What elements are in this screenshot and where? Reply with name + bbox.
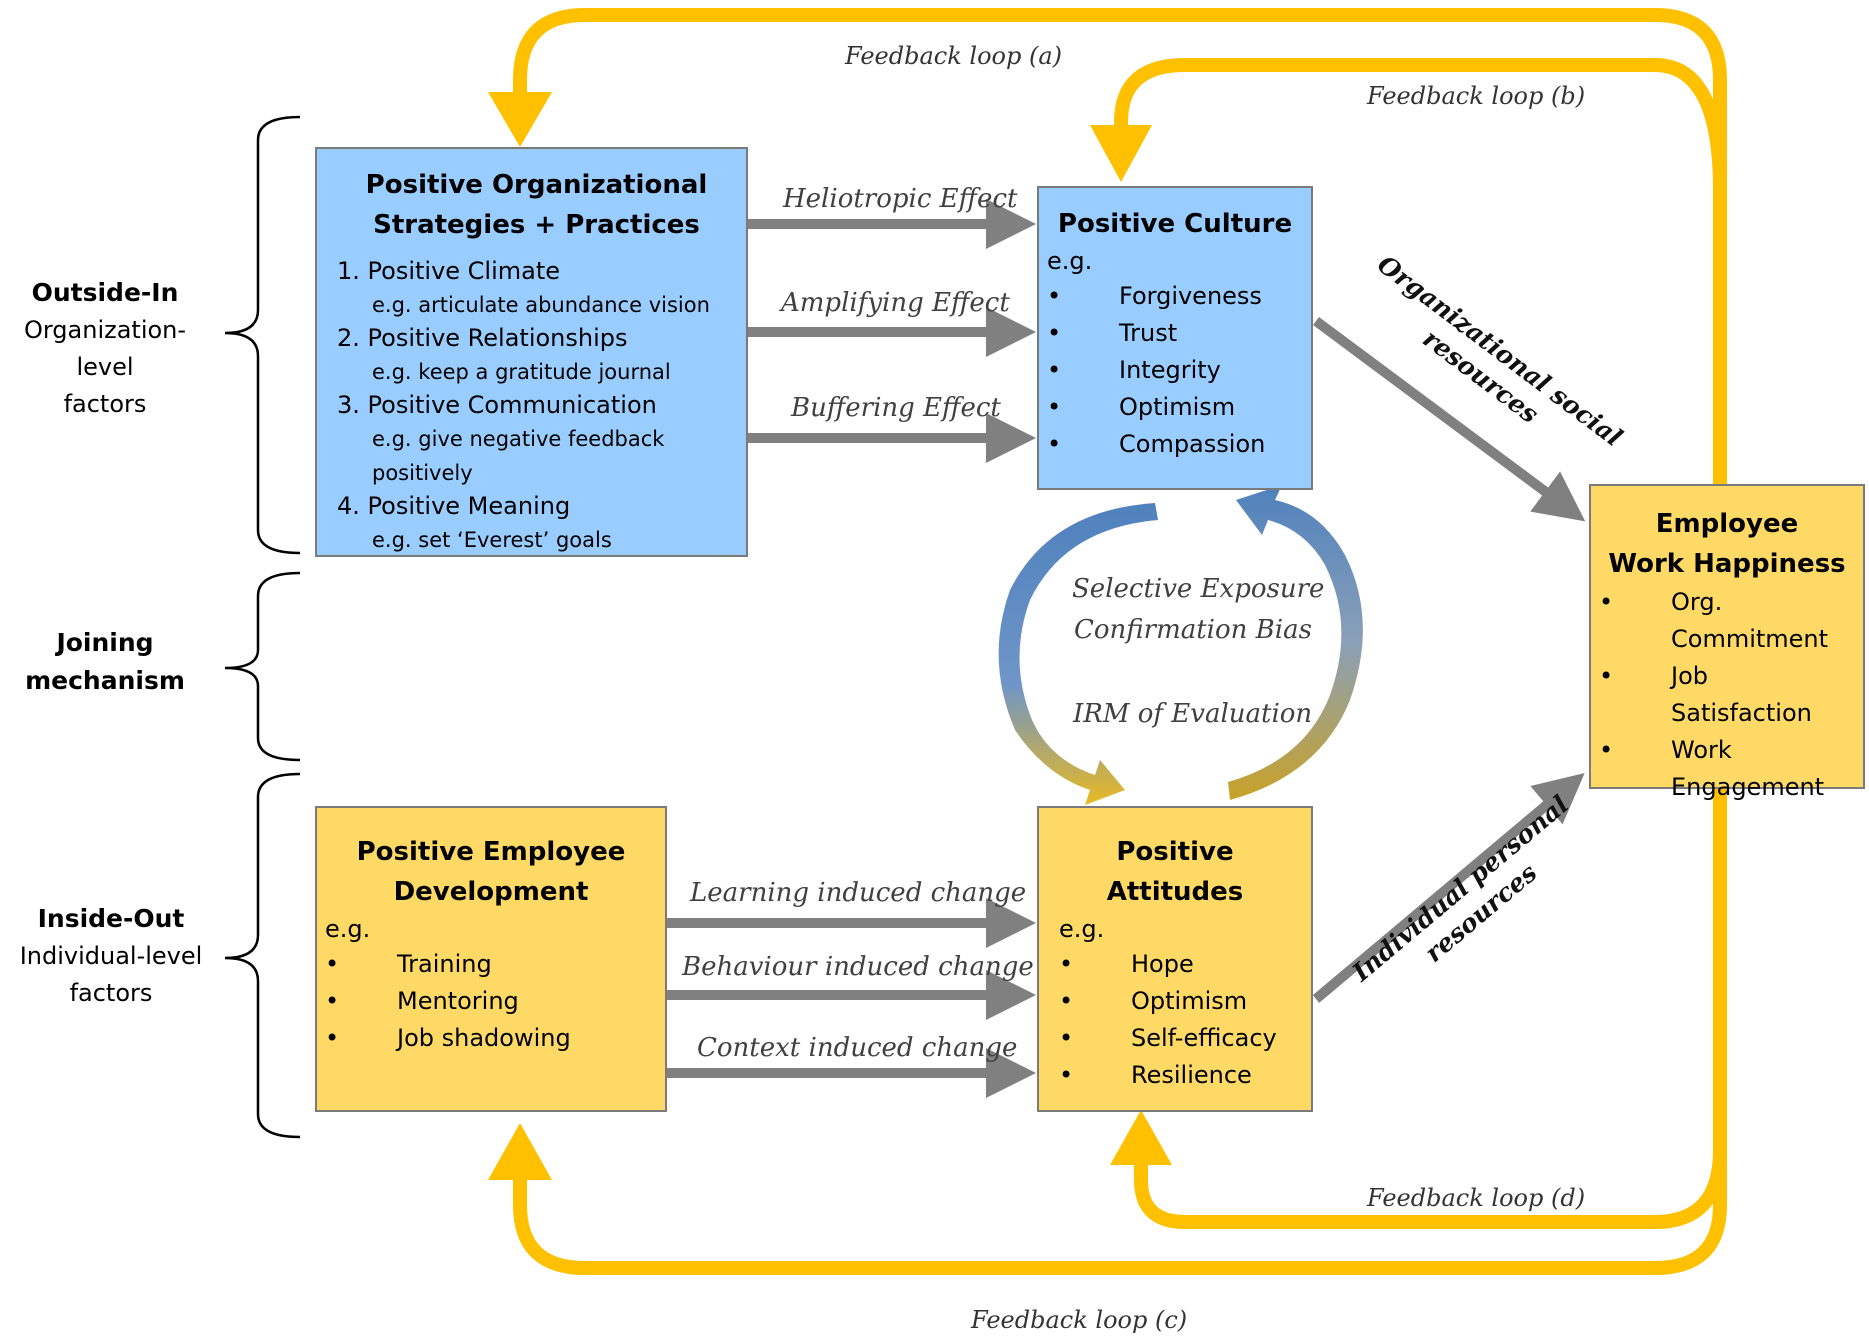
development-bullet: •Mentoring — [325, 987, 519, 1015]
joining-mechanism-label: Joining mechanism — [0, 624, 210, 700]
strategies-box: Positive Organizational Strategies + Pra… — [315, 147, 748, 557]
culture-bullet: •Optimism — [1047, 393, 1236, 421]
strategies-title-1: Positive Organizational — [365, 170, 708, 200]
feedback-loop-b-line — [1114, 58, 1727, 191]
joining-line2: mechanism — [25, 666, 185, 695]
feedback-loop-a-arrowhead — [488, 92, 552, 147]
strategy-label: 4. Positive Meaning — [337, 492, 571, 520]
joining-bracket — [224, 571, 301, 762]
strategy-item-3: 3. Positive Communication e.g. give nega… — [337, 389, 736, 490]
outside-in-bracket — [224, 115, 301, 555]
org-social-resources-arrow — [1313, 316, 1586, 522]
behaviour-change-label: Behaviour induced change — [682, 952, 1034, 982]
individual-personal-resources-arrow — [1312, 772, 1585, 1003]
development-bullet: •Training — [325, 950, 492, 978]
feedback-loop-d-label: Feedback loop (d) — [1367, 1184, 1586, 1212]
attitudes-bullet: •Hope — [1059, 950, 1194, 978]
inside-out-title: Inside-Out — [37, 904, 185, 933]
strategy-label: 1. Positive Climate — [337, 257, 561, 285]
happiness-title-2: Work Happiness — [1608, 549, 1846, 579]
inside-out-line1: Individual-level — [19, 942, 203, 970]
outside-in-line2: factors — [63, 390, 147, 418]
feedback-loop-d-arrowhead — [1110, 1110, 1172, 1165]
attitudes-title: Positive Attitudes — [1106, 837, 1244, 907]
outside-in-label: Outside-In Organization-level factors — [0, 274, 210, 423]
feedback-loop-c-arrowhead — [488, 1123, 552, 1180]
development-box: Positive Employee Development e.g. •Trai… — [315, 806, 667, 1112]
irm-evaluation-label: IRM of Evaluation — [1073, 699, 1313, 729]
development-title-1: Positive Employee — [356, 837, 626, 867]
culture-eg: e.g. — [1047, 247, 1093, 275]
happiness-title-1: Employee — [1655, 509, 1799, 539]
happiness-box: Employee Work Happiness •Org.Commitment … — [1589, 484, 1865, 801]
selective-exposure-label: Selective Exposure — [1072, 574, 1325, 604]
joining-line1: Joining — [56, 628, 154, 657]
development-eg: e.g. — [325, 915, 371, 943]
strategy-label: 2. Positive Relationships — [337, 324, 628, 352]
context-change-label: Context induced change — [697, 1033, 1018, 1063]
outside-in-line1: Organization-level — [23, 316, 187, 381]
buffering-effect-label: Buffering Effect — [791, 393, 1001, 423]
strategy-label: 3. Positive Communication — [337, 391, 657, 419]
attitudes-box: Positive Attitudes e.g. •Hope •Optimism … — [1037, 806, 1313, 1112]
development-bullet: •Job shadowing — [325, 1024, 571, 1052]
strategies-title-2: Strategies + Practices — [373, 210, 700, 240]
feedback-loop-b-arrowhead — [1090, 125, 1152, 182]
attitudes-bullet: •Optimism — [1059, 987, 1248, 1015]
amplifying-effect-label: Amplifying Effect — [781, 288, 1010, 318]
cycle-right-arc — [1228, 485, 1363, 800]
feedback-loop-a-line — [513, 8, 1727, 1190]
cycle-left-arc — [998, 503, 1158, 805]
development-title-2: Development — [393, 877, 589, 907]
attitudes-eg: e.g. — [1059, 915, 1105, 943]
inside-out-bracket — [224, 772, 301, 1139]
feedback-loop-b-label: Feedback loop (b) — [1367, 82, 1586, 110]
happiness-bullet: •Org.Commitment — [1599, 588, 1829, 653]
learning-change-label: Learning induced change — [690, 878, 1027, 908]
happiness-bullet: •Job Satisfaction — [1599, 662, 1812, 727]
culture-title: Positive Culture — [1057, 209, 1293, 239]
confirmation-bias-label: Confirmation Bias — [1074, 615, 1312, 645]
culture-bullet: •Trust — [1047, 319, 1178, 347]
culture-bullet: •Integrity — [1047, 356, 1221, 384]
feedback-loop-c-label: Feedback loop (c) — [971, 1306, 1188, 1334]
strategy-example: e.g. keep a gratitude journal — [372, 360, 671, 384]
inside-out-label: Inside-Out Individual-level factors — [0, 900, 222, 1012]
outside-in-title: Outside-In — [31, 278, 179, 307]
culture-bullet: •Forgiveness — [1047, 282, 1262, 310]
strategy-item-4: 4. Positive Meaning e.g. set ‘Everest’ g… — [337, 490, 736, 557]
feedback-loop-c-line — [513, 780, 1727, 1275]
heliotropic-effect-label: Heliotropic Effect — [783, 184, 1018, 214]
attitudes-bullet: •Resilience — [1059, 1061, 1252, 1089]
strategy-item-2: 2. Positive Relationships e.g. keep a gr… — [337, 322, 736, 389]
strategy-example: e.g. articulate abundance vision — [372, 293, 710, 317]
strategy-example: e.g. give negative feedback positively — [372, 427, 665, 485]
strategy-item-1: 1. Positive Climate e.g. articulate abun… — [337, 255, 736, 322]
strategy-example: e.g. set ‘Everest’ goals — [372, 528, 612, 552]
attitudes-bullet: •Self-efficacy — [1059, 1024, 1277, 1052]
culture-box: Positive Culture e.g. •Forgiveness •Trus… — [1037, 186, 1313, 490]
feedback-loop-d-line — [1134, 1149, 1727, 1229]
culture-bullet: •Compassion — [1047, 430, 1266, 458]
feedback-loop-a-label: Feedback loop (a) — [845, 42, 1062, 70]
inside-out-line2: factors — [69, 979, 153, 1007]
